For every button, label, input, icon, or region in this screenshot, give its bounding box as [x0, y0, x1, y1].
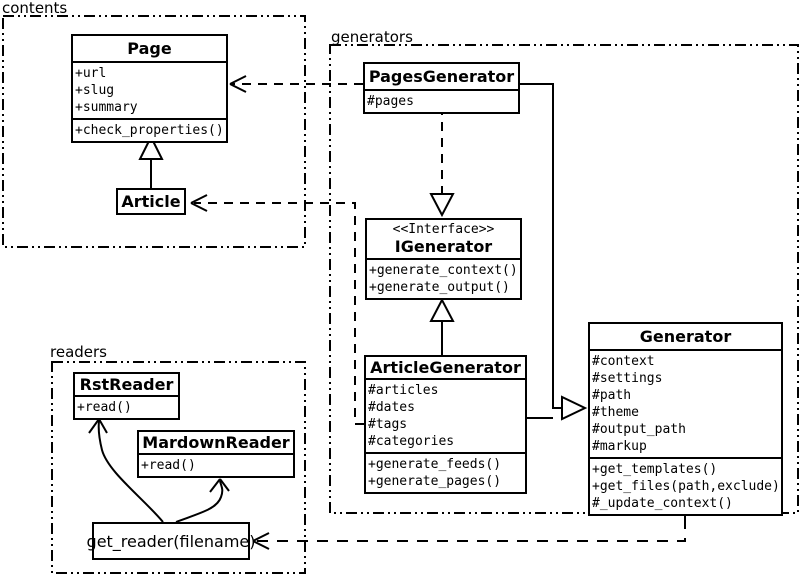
triangle-to-generator	[561, 395, 588, 421]
edge-articlegenerator-to-article	[194, 202, 364, 425]
class-articlegenerator-methods: +generate_feeds() +generate_pages()	[366, 452, 525, 492]
class-rstreader: RstReader +read()	[73, 372, 180, 420]
class-pagesgenerator-attributes: #pages	[365, 89, 518, 112]
attr-line: #articles	[368, 383, 439, 398]
class-rstreader-title: RstReader	[79, 375, 174, 394]
triangle-articlegenerator-to-igenerator	[429, 297, 455, 322]
attr-line: #output_path	[592, 422, 686, 437]
class-mardownreader-methods: +read()	[139, 453, 293, 476]
attr-line: #theme	[592, 405, 639, 420]
class-pagesgenerator: PagesGenerator #pages	[363, 62, 520, 114]
method-line: +generate_feeds()	[368, 457, 502, 472]
method-line: +read()	[141, 458, 196, 473]
class-igenerator-stereotype: <<Interface>>	[392, 222, 495, 237]
attr-line: #markup	[592, 439, 647, 454]
class-articlegenerator-attributes: #articles #dates #tags #categories	[366, 378, 525, 452]
class-igenerator-title: IGenerator	[394, 237, 493, 256]
method-line: #_update_context()	[592, 496, 733, 511]
attr-line: +slug	[75, 83, 115, 98]
method-line: +get_files(path,exclude)	[592, 479, 780, 494]
class-generator-title: Generator	[639, 327, 732, 346]
attr-line: #dates	[368, 400, 415, 415]
class-articlegenerator: ArticleGenerator #articles #dates #tags #ca…	[364, 355, 527, 494]
class-article-title: Article	[121, 192, 181, 211]
class-mardownreader-title: MardownReader	[142, 433, 290, 452]
attr-line: #settings	[592, 371, 663, 386]
edge-getreader-to-rstreader	[97, 420, 164, 523]
get-reader-box: get_reader(filename)	[87, 522, 255, 560]
attr-line: #path	[592, 388, 632, 403]
method-line: +read()	[77, 400, 132, 415]
contents-package-label: contents	[2, 0, 68, 17]
class-generator-attributes: #context #settings #path #theme #output_path…	[590, 349, 781, 457]
readers-package-label: readers	[50, 343, 107, 361]
get-reader-label: get_reader(filename)	[86, 531, 256, 551]
attr-line: #context	[592, 354, 655, 369]
attr-line: +url	[75, 66, 107, 81]
triangle-pagesgenerator-to-igenerator	[429, 193, 455, 218]
attr-line: +summary	[75, 100, 138, 115]
generators-package-border	[329, 44, 799, 514]
class-article: Article	[116, 188, 186, 215]
method-line: +generate_pages()	[368, 474, 502, 489]
arrowhead-articlegenerator-to-article	[190, 194, 208, 212]
method-line: +generate_context()	[369, 263, 518, 278]
class-page: Page +url +slug +summary +check_properties…	[71, 34, 228, 143]
method-line: +generate_output()	[369, 280, 510, 295]
method-line: +check_properties()	[75, 123, 224, 138]
attr-line: #pages	[367, 94, 414, 109]
class-generator-methods: +get_templates() +get_files(path,exclude)…	[590, 457, 781, 514]
arrowhead-getreader-to-mardownreader	[209, 478, 230, 493]
class-igenerator-methods: +generate_context() +generate_output()	[367, 258, 520, 298]
class-pagesgenerator-title: PagesGenerator	[368, 67, 515, 86]
arrowhead-getreader-to-rstreader	[88, 418, 108, 434]
class-mardownreader: MardownReader +read()	[137, 430, 295, 478]
attr-line: #categories	[368, 434, 455, 449]
arrowhead-pagesgenerator-to-page	[229, 75, 247, 93]
class-articlegenerator-title: ArticleGenerator	[370, 358, 521, 377]
class-page-methods: +check_properties()	[73, 118, 226, 141]
contents-package-border	[2, 15, 306, 248]
generators-package-label: generators	[331, 28, 413, 46]
class-igenerator: <<Interface>> IGenerator +generate_conte…	[365, 218, 522, 300]
class-rstreader-methods: +read()	[75, 395, 178, 418]
edge-generator-to-getreader	[256, 518, 686, 542]
class-page-title: Page	[127, 39, 172, 58]
attr-line: #tags	[368, 417, 408, 432]
class-generator: Generator #context #settings #path #theme #o…	[588, 322, 783, 516]
readers-package-border	[51, 361, 306, 574]
method-line: +get_templates()	[592, 462, 718, 477]
edge-getreader-to-mardownreader	[175, 480, 224, 523]
arrowhead-generator-to-getreader	[252, 532, 270, 550]
class-page-attributes: +url +slug +summary	[73, 61, 226, 118]
triangle-article-to-page	[138, 134, 164, 160]
edge-pagesgenerator-to-generator	[520, 83, 562, 409]
